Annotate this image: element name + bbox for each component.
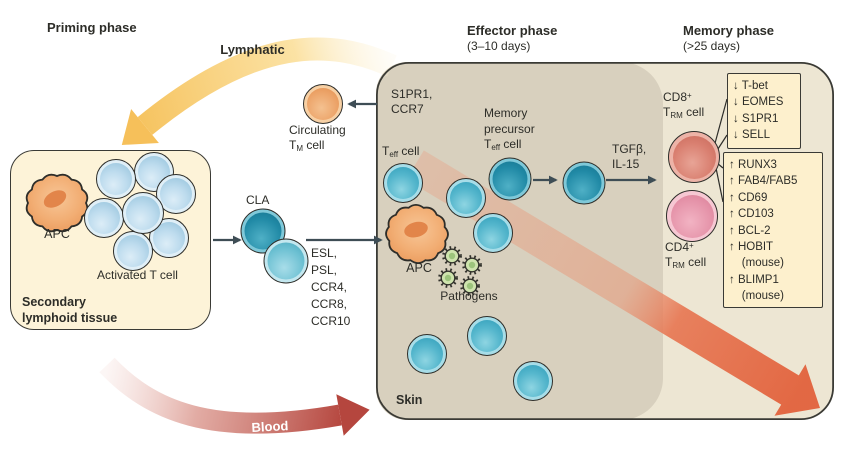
skin-label: Skin — [396, 393, 423, 407]
upregulated-gene: ↑ BLIMP1 — [729, 273, 779, 286]
blood-route-label: Blood — [251, 418, 289, 435]
priming-phase-title: Priming phase — [47, 20, 137, 35]
downregulated-gene: ↓ SELL — [733, 129, 771, 142]
upregulated-gene: ↑ BCL-2 — [729, 224, 771, 237]
memory-phase-duration: (>25 days) — [683, 39, 741, 53]
apc-label-effector: APC — [406, 261, 432, 275]
memory-precursor-label: Memory precursor Teff cell — [484, 106, 535, 152]
cd8-trm-cell — [668, 131, 720, 183]
upregulated-list: ↑ RUNX3 ↑ FAB4/FAB5 ↑ CD69 ↑ CD103 ↑ BCL-2 ↑ … — [729, 157, 817, 305]
teff-cell — [446, 178, 486, 218]
lymphatic-route-label: Lymphatic — [220, 42, 285, 57]
teff-cell — [467, 316, 507, 356]
downregulated-gene: ↓ S1PR1 — [733, 112, 779, 125]
cla-label: CLA — [246, 193, 270, 207]
homing-receptor: PSL, — [311, 263, 338, 277]
activated-t-cell — [96, 159, 136, 199]
secondary-lymphoid-tissue-label: Secondary lymphoid tissue — [22, 295, 118, 325]
homing-receptor: CCR4, — [311, 280, 348, 294]
cla-t-cell-light — [263, 238, 309, 284]
downregulated-genes-box: ↓ T-bet ↓ EOMES ↓ S1PR1 ↓ SELL — [727, 73, 801, 149]
cd8-trm-label: CD8+ TRM cell — [663, 90, 705, 121]
circulating-tm-label: Circulating TM cell — [289, 123, 346, 154]
activated-t-cell — [84, 198, 124, 238]
homing-receptor: CCR8, — [311, 297, 348, 311]
upregulated-gene: ↑ FAB4/FAB5 — [729, 175, 798, 188]
cd4-trm-label: CD4+ TRM cell — [665, 240, 707, 271]
activated-t-cell-label: Activated T cell — [97, 268, 178, 282]
activated-t-cell — [156, 174, 196, 214]
memory-precursor-teff-cell — [562, 161, 606, 205]
lymphatic-arrow — [121, 37, 397, 145]
upregulated-gene: ↑ RUNX3 — [729, 159, 777, 171]
downregulated-list: ↓ T-bet ↓ EOMES ↓ S1PR1 ↓ SELL — [733, 78, 795, 144]
pathogens-label: Pathogens — [440, 289, 498, 303]
memory-precursor-teff-cell — [488, 157, 532, 201]
upregulated-gene: ↑ CD103 — [729, 208, 774, 221]
homing-receptor: ESL, — [311, 246, 338, 260]
downregulated-gene: ↓ EOMES — [733, 96, 784, 109]
upregulated-gene: (mouse) — [729, 257, 784, 270]
upregulated-gene: (mouse) — [729, 290, 784, 303]
effector-phase-title: Effector phase — [467, 23, 558, 38]
upregulated-gene: ↑ CD69 — [729, 191, 768, 204]
teff-cell — [513, 361, 553, 401]
teff-cell-label: Teff cell — [382, 144, 420, 159]
apc-label-priming: APC — [44, 227, 70, 241]
s1pr1-ccr7-label: S1PR1, CCR7 — [391, 87, 433, 117]
teff-cell — [383, 163, 423, 203]
activated-t-cell — [122, 192, 164, 234]
downregulated-gene: ↓ T-bet — [733, 80, 768, 92]
cd4-trm-cell — [666, 190, 718, 242]
tgfb-il15-label: TGFβ, IL-15 — [612, 142, 647, 172]
circulating-tm-cell — [303, 84, 343, 124]
memory-phase-title: Memory phase — [683, 23, 775, 38]
homing-receptors-list: ESL, PSL, CCR4, CCR8, CCR10 — [311, 245, 350, 330]
effector-phase-duration: (3–10 days) — [467, 39, 531, 53]
upregulated-gene: ↑ HOBIT — [729, 241, 774, 254]
teff-cell — [407, 334, 447, 374]
teff-cell — [473, 213, 513, 253]
upregulated-genes-box: ↑ RUNX3 ↑ FAB4/FAB5 ↑ CD69 ↑ CD103 ↑ BCL-2 ↑ … — [723, 152, 823, 308]
homing-receptor: CCR10 — [311, 314, 351, 328]
activated-t-cell — [113, 231, 153, 271]
